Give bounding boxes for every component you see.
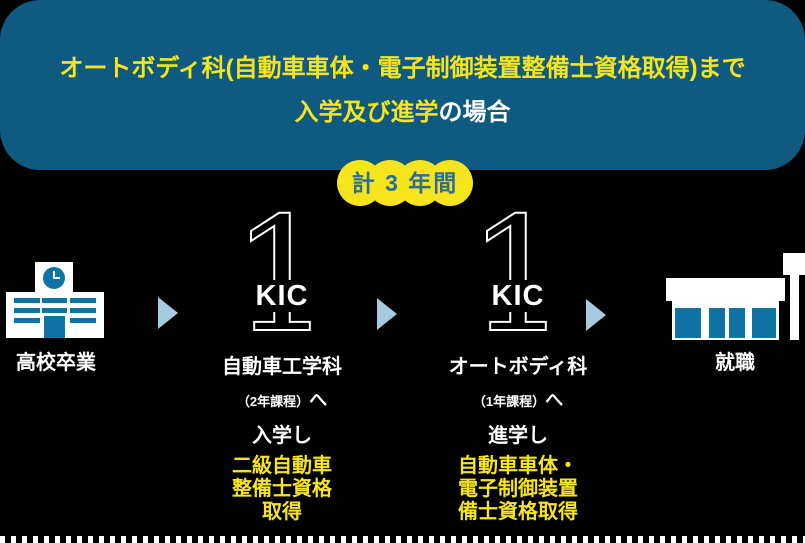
icon-part-signboard xyxy=(783,253,805,275)
action-label: 入学し xyxy=(252,425,312,447)
icon-part-sign-pole xyxy=(790,275,799,340)
step-2-text: オートボディ科 （1年課程）へ 進学し 自動車車体・ 電子制御装置 備士資格取得 xyxy=(428,350,608,524)
icon-part-window xyxy=(14,318,40,323)
header-title-line1: オートボディ科(自動車車体・電子制御装置整備士資格取得)まで xyxy=(59,55,746,82)
qualification-line: 取得 xyxy=(262,501,302,523)
icon-part-window xyxy=(675,308,701,338)
start-label: 高校卒業 xyxy=(16,352,96,374)
qualification-line: 電子制御装置 xyxy=(458,478,578,500)
icon-part-window xyxy=(14,308,40,313)
qualification-line: 自動車車体・ xyxy=(458,455,578,477)
icon-part-clock-hand xyxy=(53,271,55,279)
icon-part-window xyxy=(70,308,96,313)
clock-icon xyxy=(43,267,65,289)
qualification-label: 二級自動車 整備士資格 取得 xyxy=(192,455,372,524)
qualification-label: 自動車車体・ 電子制御装置 備士資格取得 xyxy=(428,455,608,524)
course-duration-suffix: へ xyxy=(309,390,328,410)
end-label: 就職 xyxy=(715,352,755,374)
course-duration-small: （2年課程） xyxy=(236,394,310,409)
year-numeral: 1 xyxy=(231,184,334,368)
icon-part-window xyxy=(709,308,725,338)
total-years-badge: 計 3 年間 xyxy=(337,160,473,206)
step-column-1: 1 KIC 自動車工学科 （2年課程）へ 入学し 二級自動車 整備士資格 取得 xyxy=(192,0,372,543)
header-title-line2: 入学及び進学の場合 xyxy=(0,92,805,127)
icon-part-window xyxy=(70,298,96,303)
course-name: 自動車工学科 xyxy=(222,356,342,378)
kic-brand-text: KIC xyxy=(252,280,312,312)
icon-part-window xyxy=(14,298,40,303)
icon-part-sign-band xyxy=(666,278,785,301)
flow-arrow-icon xyxy=(586,299,606,331)
icon-part-storefront xyxy=(672,301,779,340)
course-duration: （2年課程）へ xyxy=(192,386,372,412)
icon-part-door xyxy=(44,316,65,338)
step-column-2: 1 KIC オートボディ科 （1年課程）へ 進学し 自動車車体・ 電子制御装置 … xyxy=(428,0,608,543)
header-title-line2-rest: の場合 xyxy=(438,99,511,126)
qualification-line: 二級自動車 xyxy=(232,455,332,477)
course-duration-small: （1年課程） xyxy=(472,394,546,409)
office-building-icon xyxy=(666,253,805,340)
course-name: オートボディ科 xyxy=(448,356,588,378)
icon-part-window xyxy=(729,308,745,338)
icon-part-window xyxy=(752,308,776,338)
school-building-icon xyxy=(6,262,104,338)
total-years-label: 計 3 年間 xyxy=(351,170,459,196)
icon-part-clock-hand xyxy=(53,277,60,279)
icon-part-window xyxy=(70,318,96,323)
step-1-text: 自動車工学科 （2年課程）へ 入学し 二級自動車 整備士資格 取得 xyxy=(192,350,372,524)
flow-arrow-icon xyxy=(158,297,178,329)
header-banner: オートボディ科(自動車車体・電子制御装置整備士資格取得)まで 入学及び進学の場合 xyxy=(0,0,805,170)
kic-brand-text: KIC xyxy=(488,280,548,312)
qualification-line: 備士資格取得 xyxy=(458,501,578,523)
kic-brand-label: KIC xyxy=(192,280,372,313)
qualification-line: 整備士資格 xyxy=(232,478,332,500)
icon-part-window xyxy=(42,298,67,303)
course-duration: （1年課程）へ xyxy=(428,386,608,412)
action-label: 進学し xyxy=(488,425,548,447)
kic-brand-label: KIC xyxy=(428,280,608,313)
badge-scallop xyxy=(427,160,473,206)
course-duration-suffix: へ xyxy=(545,390,564,410)
icon-part-window xyxy=(42,308,67,313)
flow-arrow-icon xyxy=(377,298,397,330)
header-title-line2-highlight: 入学及び進学 xyxy=(294,99,439,126)
year-numeral: 1 xyxy=(467,184,570,368)
perforation-divider xyxy=(0,536,805,543)
